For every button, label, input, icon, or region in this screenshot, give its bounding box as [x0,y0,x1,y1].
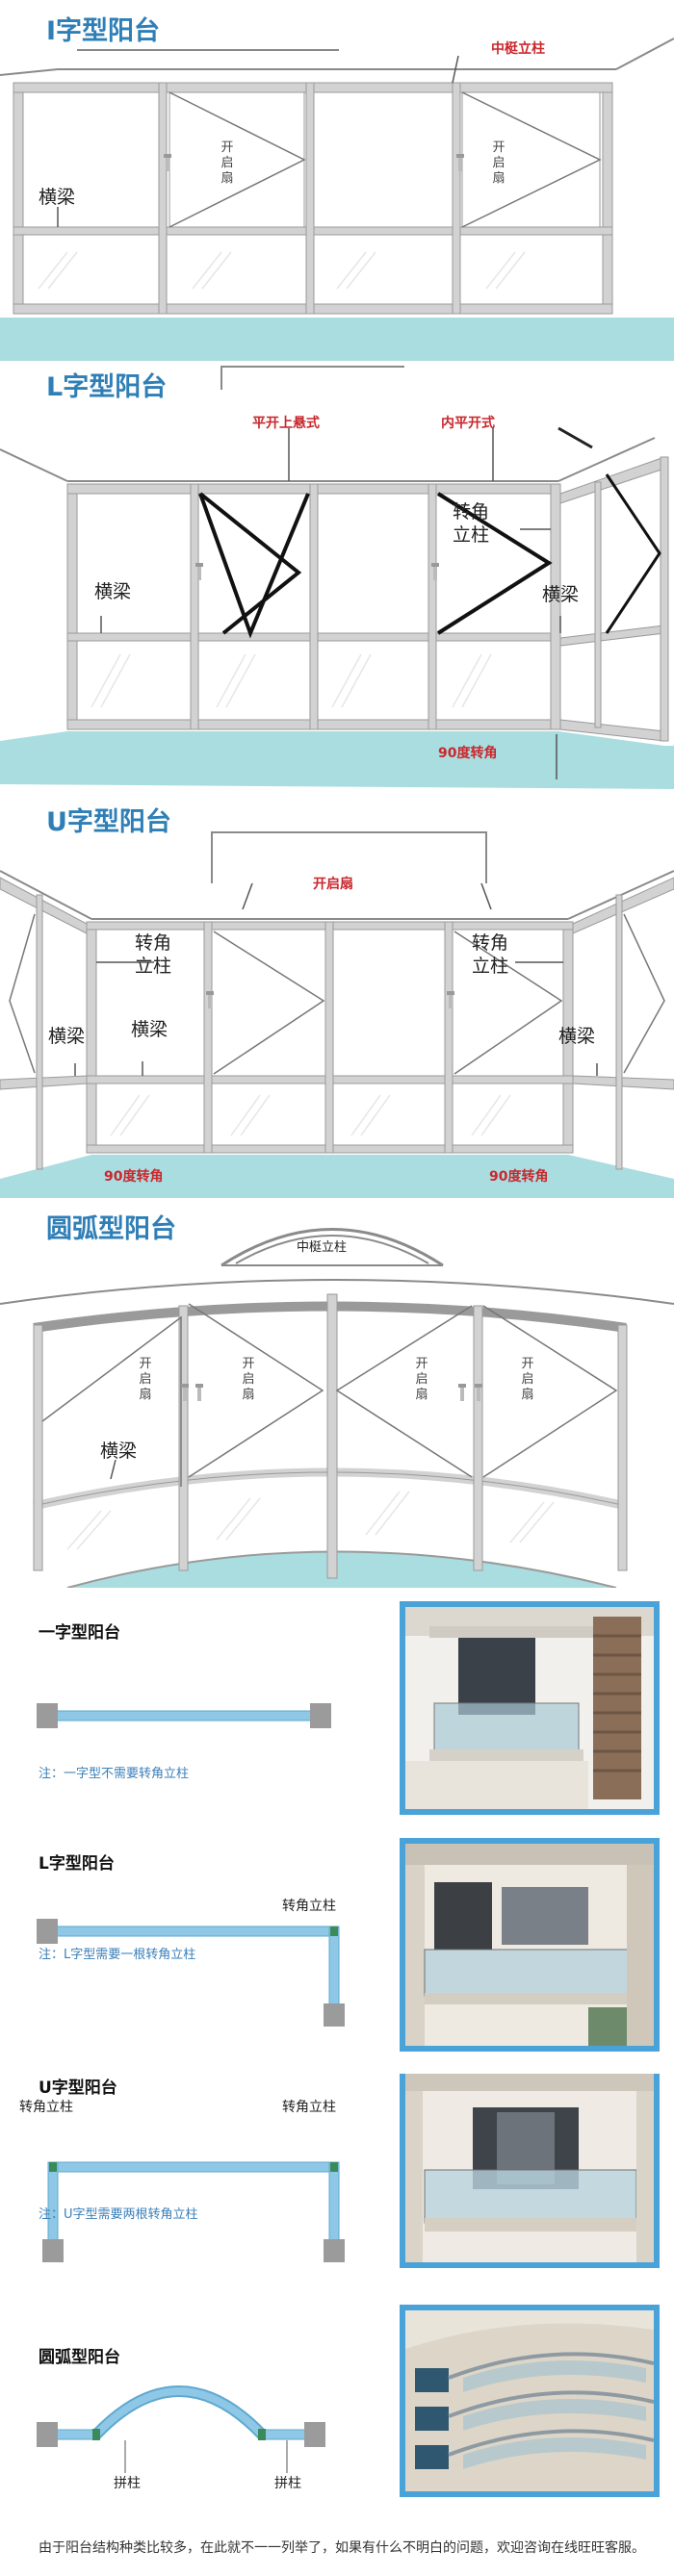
top-hung-label: 平开上悬式 [252,416,320,431]
sash-label: 开启扇 [492,140,506,186]
plan-row-l: L字型阳台 转角立柱 注：L字型需要一根转角立柱 [0,1838,674,2074]
section-u-balcony: U字型阳台 开启扇 转角立柱 转角立柱 横梁 横梁 横梁 90度转角 90度转角 [0,789,674,1198]
corner-post-label: 转角立柱 [453,501,490,546]
mullion-label: 中梃立柱 [297,1240,348,1255]
section-l-balcony: L字型阳台 平开上悬式 内平开式 转角立柱 横梁 横梁 90度转角 [0,361,674,789]
plan-row-straight: 一字型阳台 注：一字型不需要转角立柱 [0,1588,674,1838]
plan-post-icon [324,2239,345,2262]
plan-row-u: U字型阳台 转角立柱 转角立柱 注：U字型需要两根转角立柱 [0,2074,674,2285]
beam-label-right: 横梁 [558,1026,596,1047]
plan-title: L字型阳台 [39,1854,115,1874]
sash-label: 开启扇 [521,1357,534,1402]
section-i-heading: I字型阳台 [46,16,161,46]
window-handle-icon [195,563,203,580]
plan-post-icon [37,2422,58,2447]
plan-post-icon [37,1703,58,1728]
corner-post-label-left: 转角立柱 [135,932,172,977]
section-l-heading: L字型阳台 [46,372,168,402]
plan-note: 注：L字型需要一根转角立柱 [39,1948,196,1962]
plan-title: U字型阳台 [39,2079,117,2098]
plan-post-icon [304,2422,325,2447]
window-handle-icon [475,1384,482,1401]
section-u-heading: U字型阳台 [46,807,171,837]
sash-label: 开启扇 [313,877,353,892]
section-i-balcony: I字型阳台 中梃立柱 横梁 开启扇 开启扇 [0,0,674,361]
building-photo-icon [400,1838,660,2052]
window-handle-icon [447,991,454,1008]
corner-90-label: 90度转角 [438,746,498,761]
plan-note: 注：一字型不需要转角立柱 [39,1767,190,1781]
beam-label: 横梁 [100,1441,138,1462]
plan-post-icon [324,2003,345,2027]
window-handle-icon [456,154,464,171]
pillar-label-left: 转角立柱 [19,2100,73,2115]
corner-90-label-right: 90度转角 [489,1169,549,1185]
corner-90-label-left: 90度转角 [104,1169,164,1185]
arc-balcony-diagram [0,1228,674,1588]
window-handle-icon [458,1384,466,1401]
plan-post-icon [310,1703,331,1728]
section-arc-balcony: 圆弧型阳台 中梃立柱 横梁 开启扇 开启扇 开启扇 开启扇 [0,1198,674,1588]
plan-title: 一字型阳台 [39,1623,120,1643]
sash-label: 开启扇 [242,1357,255,1402]
plan-title: 圆弧型阳台 [39,2348,120,2367]
building-photo-icon [400,2305,660,2497]
plan-straight-diagram [37,1703,331,1728]
pillar-label-right: 转角立柱 [282,2100,336,2115]
section-arc-heading: 圆弧型阳台 [46,1214,176,1244]
sash-label: 开启扇 [139,1357,152,1402]
beam-label-left: 横梁 [48,1026,86,1047]
sash-label: 开启扇 [220,140,234,186]
pillar-label: 转角立柱 [282,1899,336,1914]
beam-label: 横梁 [39,187,76,208]
pillar-label-right: 拼柱 [274,2476,301,2491]
building-photo-icon [400,1601,660,1815]
plan-l-diagram [37,1919,345,2027]
footer-text: 由于阳台结构种类比较多，在此就不一一列举了，如果有什么不明白的问题，欢迎咨询在线… [39,2540,645,2556]
window-handle-icon [431,563,439,580]
beam-label-right: 横梁 [542,584,580,605]
i-balcony-diagram [0,38,674,361]
plan-post-icon [42,2239,64,2262]
sash-label: 开启扇 [415,1357,428,1402]
mullion-label: 中梃立柱 [491,41,545,57]
plan-post-icon [37,1919,58,1944]
beam-label: 横梁 [94,581,132,602]
plan-note: 注：U字型需要两根转角立柱 [39,2207,198,2222]
plan-u-diagram [42,2161,345,2262]
plan-arc-diagram [37,2385,325,2473]
plan-row-arc: 圆弧型阳台 拼柱 拼柱 [0,2285,674,2497]
window-handle-icon [195,1384,203,1401]
corner-post-label-right: 转角立柱 [472,932,509,977]
pillar-label-left: 拼柱 [114,2476,141,2491]
l-balcony-diagram [0,366,674,789]
building-photo-icon [400,2074,660,2268]
window-handle-icon [164,154,171,171]
beam-label-center: 横梁 [131,1019,168,1040]
u-balcony-diagram [0,831,674,1198]
inward-label: 内平开式 [441,416,495,431]
window-handle-icon [181,1384,189,1401]
window-handle-icon [206,991,214,1008]
